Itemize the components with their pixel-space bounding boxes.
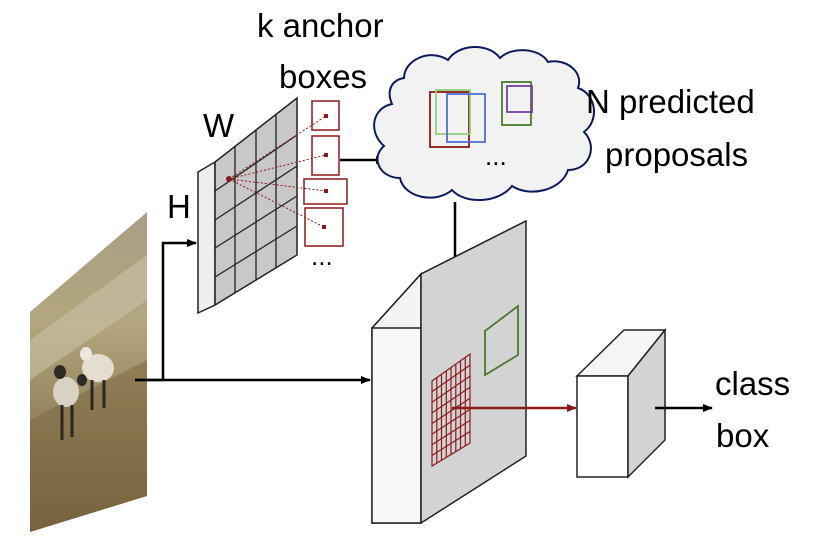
boxes-label: boxes [279,58,367,95]
n-predicted-label: N predicted [586,83,755,120]
class-label: class [715,365,790,402]
roi-green-box [484,304,519,377]
w-label: W [203,107,235,144]
head-block [575,327,667,479]
cloud-ellipsis: ... [485,141,507,171]
roi-grid [431,352,471,468]
anchor-boxes [303,100,348,247]
proposals-label: proposals [605,136,748,173]
proposal-box [429,91,470,148]
input-image [30,212,147,532]
k-anchor-label: k anchor [257,7,384,44]
anchor-ellipsis: ... [311,241,333,271]
proposal-box [435,89,471,135]
proposal-box [446,93,486,143]
proposal-box [506,85,533,113]
proposals-cloud [373,45,596,202]
roi-feature-block [371,219,527,525]
h-label: H [167,188,191,225]
predicted-proposal-boxes [429,81,533,148]
feature-map [197,96,298,315]
proposal-box [501,81,532,126]
box-label: box [716,417,770,454]
anchor-dotted-links [228,115,327,228]
